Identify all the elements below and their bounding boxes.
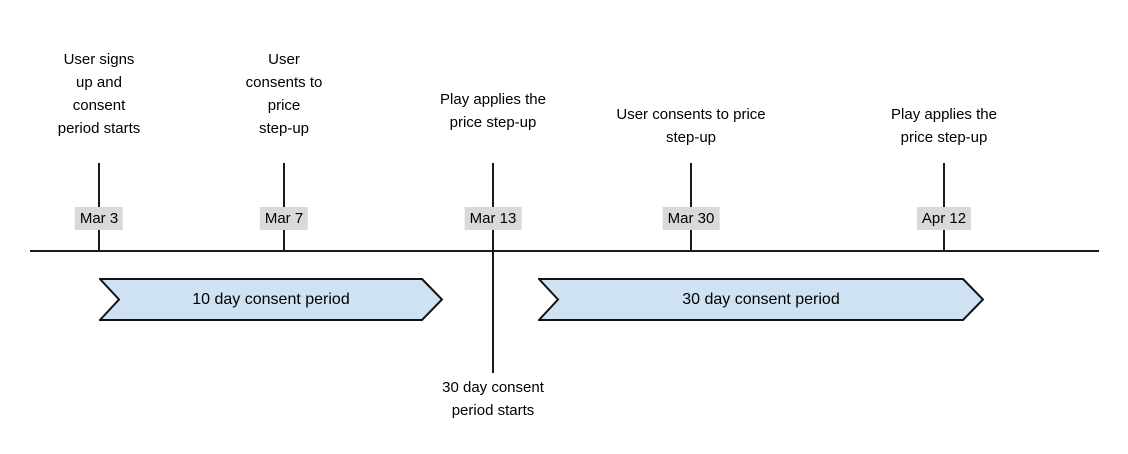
event-caption-mar-13: Play applies the price step-up (440, 91, 546, 131)
event-tick-mar-30 (690, 163, 692, 250)
event-caption-mar-3: User signs up and consent period starts (57, 51, 141, 137)
consent-period-30-day-banner-label: 30 day consent period (682, 291, 840, 308)
event-caption-mar-7: User consents to price step-up (245, 51, 323, 137)
event-date-badge-mar-30: Mar 30 (662, 207, 720, 230)
consent-period-30-day-banner-shape (538, 278, 984, 321)
event-tick-mar-3 (98, 163, 100, 250)
event-tick-apr-12 (943, 163, 945, 250)
timeline-axis (30, 250, 1099, 252)
event-date-badge-mar-3: Mar 3 (74, 207, 124, 230)
event-date-badge-apr-12: Apr 12 (916, 207, 972, 230)
event-date-badge-mar-7: Mar 7 (259, 207, 309, 230)
consent-period-10-day-banner-shape (99, 278, 443, 321)
event-caption-apr-12: Play applies the price step-up (891, 106, 997, 146)
event-date-badge-mar-13: Mar 13 (464, 207, 522, 230)
consent-period-10-day-banner-label: 10 day consent period (192, 291, 350, 308)
event-caption-mar-30: User consents to price step-up (616, 106, 766, 146)
event-bottom-caption-mar-13: 30 day consent period starts (442, 379, 544, 419)
event-tick-mar-7 (283, 163, 285, 250)
event-tick-mar-13 (492, 163, 494, 373)
